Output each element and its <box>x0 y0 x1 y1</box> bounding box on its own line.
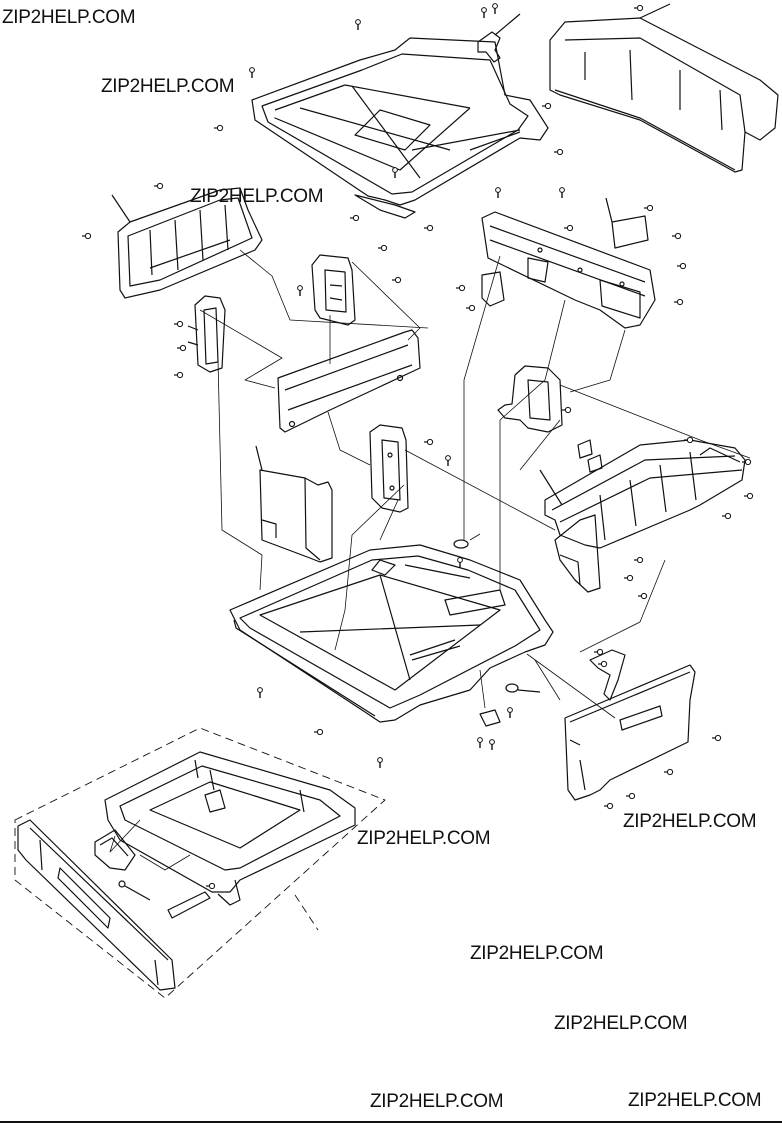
tray-handle-part <box>94 829 136 871</box>
watermark-2: ZIP2HELP.COM <box>101 76 235 97</box>
small-clip <box>589 649 626 701</box>
roller-part <box>453 539 541 727</box>
bottom-rule <box>0 1121 782 1123</box>
center-upper-bracket <box>311 254 356 326</box>
left-box-cover <box>255 445 333 563</box>
mid-bracket-right <box>497 365 563 433</box>
watermark-8: ZIP2HELP.COM <box>370 1091 504 1112</box>
tray-lever <box>118 880 211 919</box>
watermark-5: ZIP2HELP.COM <box>623 811 757 832</box>
screws <box>81 2 754 890</box>
tray-group-outline <box>14 727 386 999</box>
rear-frame-plate <box>481 211 656 329</box>
left-vertical-bracket <box>187 295 226 373</box>
small-plate-right <box>605 197 649 249</box>
watermark-9: ZIP2HELP.COM <box>628 1090 762 1111</box>
watermark-4: ZIP2HELP.COM <box>357 828 491 849</box>
long-rail <box>277 329 421 433</box>
top-plate <box>251 37 549 219</box>
center-vertical-bracket <box>369 424 409 513</box>
watermark-3: ZIP2HELP.COM <box>190 186 324 207</box>
paper-tray <box>104 751 356 906</box>
base-plate <box>229 544 554 723</box>
watermark-1: ZIP2HELP.COM <box>2 7 136 28</box>
left-side-panel <box>111 187 263 299</box>
tray-front-cover <box>17 819 176 991</box>
right-lower-cover <box>564 664 696 801</box>
small-bracket-top <box>477 13 521 63</box>
watermark-6: ZIP2HELP.COM <box>470 943 604 964</box>
watermark-7: ZIP2HELP.COM <box>554 1013 688 1034</box>
feed-unit <box>539 439 746 593</box>
leader-lines <box>109 249 751 871</box>
rear-cover-top <box>549 3 779 173</box>
